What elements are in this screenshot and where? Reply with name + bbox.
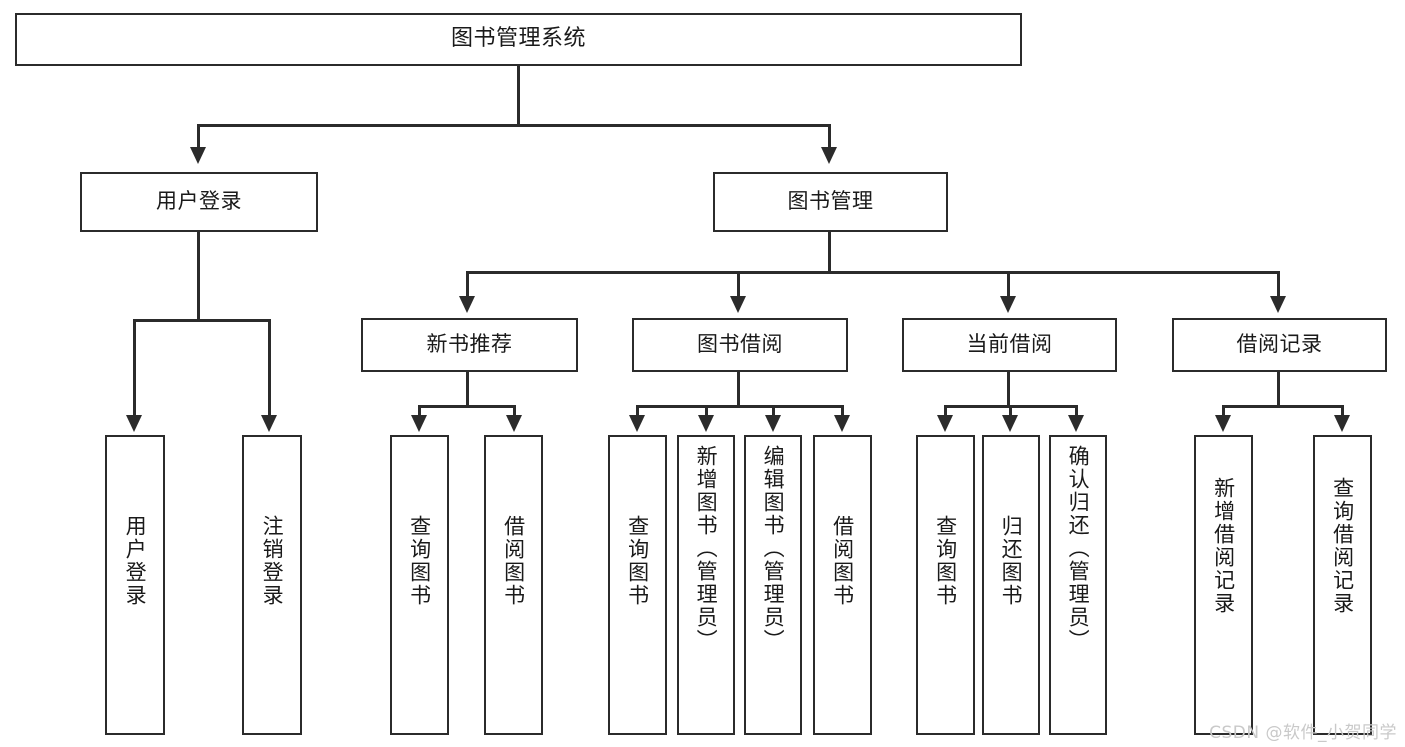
arrowhead-book-borrow [730, 296, 746, 313]
connector-nbr-stem [466, 372, 469, 405]
connector-user-login-bus [133, 319, 271, 322]
arrowhead-leaf-borrow-book-1 [506, 415, 522, 432]
connector-br-stem [1277, 372, 1280, 405]
node-label: 图书管理 [787, 189, 874, 214]
arrowhead-leaf-user-login [126, 415, 142, 432]
node-label: 借阅图书 [830, 515, 855, 607]
arrowhead-leaf-add-book [698, 415, 714, 432]
node-borrow-record[interactable]: 借阅记录 [1172, 318, 1387, 372]
connector-user-login-stem [197, 232, 200, 319]
arrowhead-new-book-recommend [459, 296, 475, 313]
node-user-login[interactable]: 用户登录 [80, 172, 318, 232]
node-leaf-query-book-recommend[interactable]: 查询图书 [390, 435, 449, 735]
node-leaf-borrow-book-borrow[interactable]: 借阅图书 [813, 435, 872, 735]
connector-nbr-bus [418, 405, 516, 408]
connector-root-stem [517, 66, 520, 124]
connector-bm-drop-3 [1007, 271, 1010, 298]
node-label: 新书推荐 [426, 332, 513, 357]
node-label: 新增借阅记录 [1211, 477, 1236, 615]
arrowhead-leaf-query-record [1334, 415, 1350, 432]
node-leaf-user-login[interactable]: 用户登录 [105, 435, 165, 735]
csdn-watermark: CSDN @软件_小贺同学 [1209, 723, 1397, 743]
node-new-book-recommend[interactable]: 新书推荐 [361, 318, 578, 372]
node-leaf-add-borrow-record[interactable]: 新增借阅记录 [1194, 435, 1253, 735]
node-leaf-query-book-current[interactable]: 查询图书 [916, 435, 975, 735]
node-book-manage[interactable]: 图书管理 [713, 172, 948, 232]
node-label: 查询借阅记录 [1330, 477, 1355, 615]
node-label: 图书借阅 [697, 332, 783, 357]
node-leaf-return-book[interactable]: 归还图书 [982, 435, 1040, 735]
node-label: 借阅记录 [1236, 332, 1323, 357]
connector-br-drop-2 [1341, 405, 1344, 417]
node-label: 注销登录 [260, 515, 285, 607]
node-label: 查询图书 [625, 515, 650, 607]
arrowhead-leaf-add-record [1215, 415, 1231, 432]
connector-cb-drop-3 [1075, 405, 1078, 417]
connector-bm-drop-4 [1277, 271, 1280, 298]
node-leaf-add-book-admin[interactable]: 新增图书（管理员） [677, 435, 735, 735]
arrowhead-leaf-borrow-book-2 [834, 415, 850, 432]
connector-root-to-user-login [197, 124, 200, 149]
connector-cb-drop-2 [1009, 405, 1012, 417]
node-label: 用户登录 [156, 189, 242, 214]
connector-br-drop-1 [1222, 405, 1225, 417]
connector-bm-drop-1 [466, 271, 469, 298]
connector-user-login-drop-2 [268, 319, 271, 417]
connector-book-manage-stem [828, 232, 831, 271]
arrowhead-leaf-query-book-1 [411, 415, 427, 432]
arrowhead-leaf-query-book-2 [629, 415, 645, 432]
node-label: 编辑图书（管理员） [761, 445, 786, 652]
connector-bb-stem [737, 372, 740, 405]
arrowhead-leaf-edit-book [765, 415, 781, 432]
node-leaf-query-borrow-record[interactable]: 查询借阅记录 [1313, 435, 1372, 735]
connector-bb-drop-3 [772, 405, 775, 417]
node-leaf-confirm-return-admin[interactable]: 确认归还（管理员） [1049, 435, 1107, 735]
connector-bb-bus [636, 405, 844, 408]
node-leaf-query-book-borrow[interactable]: 查询图书 [608, 435, 667, 735]
node-current-borrow[interactable]: 当前借阅 [902, 318, 1117, 372]
arrowhead-current-borrow [1000, 296, 1016, 313]
node-leaf-user-logout[interactable]: 注销登录 [242, 435, 302, 735]
connector-bb-drop-2 [705, 405, 708, 417]
connector-bm-drop-2 [737, 271, 740, 298]
node-leaf-borrow-book-recommend[interactable]: 借阅图书 [484, 435, 543, 735]
node-label: 用户登录 [123, 515, 148, 607]
node-label: 借阅图书 [501, 515, 526, 607]
arrowhead-book-manage [821, 147, 837, 164]
node-label: 确认归还（管理员） [1066, 445, 1091, 652]
arrowhead-leaf-return-book [1002, 415, 1018, 432]
arrowhead-borrow-record [1270, 296, 1286, 313]
arrowhead-leaf-user-logout [261, 415, 277, 432]
arrowhead-leaf-confirm-return [1068, 415, 1084, 432]
arrowhead-leaf-query-book-3 [937, 415, 953, 432]
connector-bb-drop-4 [841, 405, 844, 417]
node-label: 当前借阅 [966, 332, 1053, 357]
node-label: 查询图书 [407, 515, 432, 607]
node-label: 新增图书（管理员） [694, 445, 719, 652]
node-label: 图书管理系统 [450, 26, 586, 52]
connector-root-bus [197, 124, 831, 127]
node-label: 查询图书 [933, 515, 958, 607]
connector-bb-drop-1 [636, 405, 639, 417]
node-root-book-management-system[interactable]: 图书管理系统 [15, 13, 1022, 66]
arrowhead-user-login [190, 147, 206, 164]
node-label: 归还图书 [999, 515, 1024, 607]
connector-nbr-drop-2 [513, 405, 516, 417]
connector-cb-drop-1 [944, 405, 947, 417]
connector-br-bus [1222, 405, 1344, 408]
connector-book-manage-bus [466, 271, 1279, 274]
node-leaf-edit-book-admin[interactable]: 编辑图书（管理员） [744, 435, 802, 735]
connector-root-to-book-manage [828, 124, 831, 149]
connector-user-login-drop-1 [133, 319, 136, 417]
node-book-borrow[interactable]: 图书借阅 [632, 318, 848, 372]
connector-cb-stem [1007, 372, 1010, 405]
connector-nbr-drop-1 [418, 405, 421, 417]
